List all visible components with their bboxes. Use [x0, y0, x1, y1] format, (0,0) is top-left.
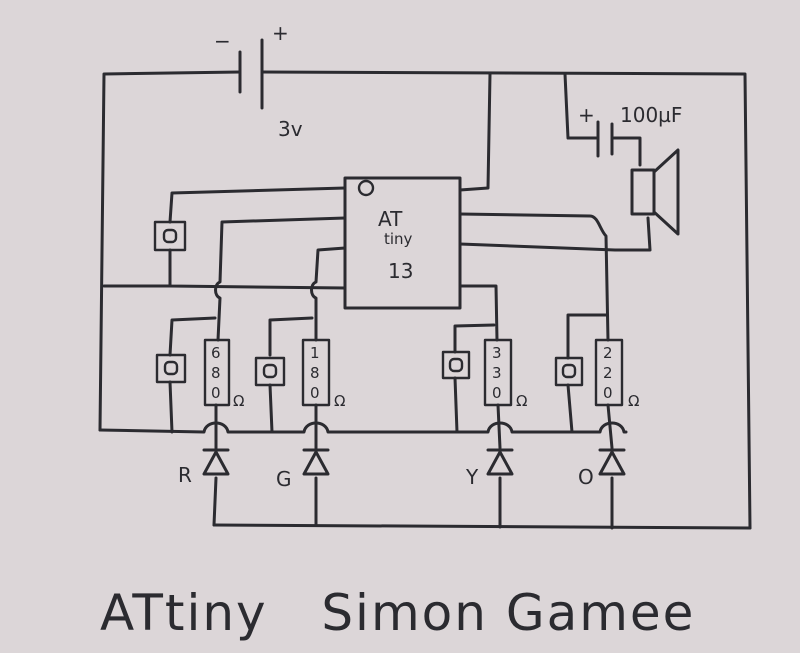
resistor-digit: 2 — [603, 364, 613, 382]
wire-top-left-rail — [98, 70, 242, 432]
wire-cap-speaker — [612, 136, 642, 167]
led-label: R — [178, 463, 192, 487]
resistor-680: 6 8 0 Ω — [203, 338, 244, 410]
led-red: R — [178, 448, 230, 487]
resistor-digit: 0 — [492, 384, 502, 402]
chip-label-line2: tiny — [384, 230, 413, 248]
wire-btn3 — [453, 323, 496, 354]
chip-label-line3: 13 — [388, 259, 413, 283]
push-button-yellow — [441, 350, 471, 380]
wire-chip-r2 — [310, 246, 347, 342]
resistor-unit: Ω — [628, 392, 639, 410]
wire-speaker-chip — [458, 216, 652, 252]
push-buttons — [153, 220, 584, 387]
wire-chip-r3 — [458, 284, 499, 342]
wire-btn2-return — [268, 383, 274, 434]
battery-plus-label: + — [272, 21, 289, 45]
wires — [98, 70, 752, 530]
battery-voltage-label: 3v — [278, 117, 303, 141]
resistor-digit: 1 — [310, 344, 320, 362]
chip-body — [343, 176, 462, 310]
resistor-digit: 3 — [492, 364, 502, 382]
capacitor-value-label: 100µF — [620, 103, 682, 127]
resistor-digit: 6 — [211, 344, 221, 362]
capacitor: + 100µF — [578, 103, 682, 158]
resistors: 6 8 0 Ω 1 8 0 Ω 3 3 0 Ω 2 2 0 Ω — [203, 338, 639, 410]
led-label: O — [578, 465, 594, 489]
push-button-main — [153, 220, 187, 252]
wire-led1-gnd — [212, 476, 218, 527]
resistor-330: 3 3 0 Ω — [483, 338, 527, 410]
resistor-unit: Ω — [233, 392, 244, 410]
wire-btn1 — [168, 316, 217, 357]
speaker-icon — [630, 148, 680, 236]
wire-r3-led — [496, 403, 502, 450]
speaker-body — [630, 168, 656, 216]
resistor-digit: 0 — [211, 384, 221, 402]
diagram-title: ATtiny Simon Gamee — [100, 584, 695, 642]
resistor-digit: 0 — [603, 384, 613, 402]
wire-chip-vcc — [458, 72, 492, 192]
wire-bottom-common — [212, 523, 752, 530]
wire-btn1-return — [168, 380, 174, 434]
resistor-unit: Ω — [516, 392, 527, 410]
resistor-digit: 8 — [211, 364, 221, 382]
battery: − + 3v — [214, 21, 303, 141]
led-label: G — [276, 467, 292, 491]
leds: R G Y O — [178, 448, 626, 491]
wire-btn2 — [268, 316, 314, 357]
led-label: Y — [465, 465, 479, 489]
led-diode-icon — [302, 448, 330, 476]
resistor-digit: 0 — [310, 384, 320, 402]
wire-chip-btn-main — [168, 186, 347, 224]
resistor-unit: Ω — [334, 392, 345, 410]
wire-button-return — [98, 421, 628, 434]
led-diode-icon — [486, 448, 514, 476]
wire-chip-r4 — [458, 212, 610, 342]
wire-chip-r1 — [214, 216, 347, 342]
resistor-digit: 8 — [310, 364, 320, 382]
led-orange: O — [578, 448, 626, 489]
led-diode-icon — [202, 448, 230, 476]
wire-r4-led — [606, 403, 614, 450]
push-button-red — [155, 353, 187, 384]
resistor-digit: 3 — [492, 344, 502, 362]
led-yellow: Y — [465, 448, 514, 489]
wire-btn4-return — [566, 383, 574, 434]
push-button-green — [254, 356, 286, 387]
capacitor-plus-label: + — [578, 103, 595, 127]
resistor-220: 2 2 0 Ω — [594, 338, 639, 410]
chip-label-line1: AT — [378, 207, 403, 231]
wire-btn3-return — [453, 376, 459, 434]
resistor-digit: 2 — [603, 344, 613, 362]
push-button-orange — [554, 356, 584, 387]
wire-cap-top — [563, 72, 598, 140]
battery-minus-label: − — [214, 29, 231, 53]
resistor-180: 1 8 0 Ω — [301, 338, 345, 410]
wire-top-right-rail — [260, 70, 752, 530]
speaker-cone — [652, 148, 680, 236]
wire-btn4 — [566, 313, 608, 360]
led-green: G — [276, 448, 330, 491]
chip-pin1-marker — [357, 179, 375, 197]
led-diode-icon — [598, 448, 626, 476]
attiny13-chip: AT tiny 13 — [343, 176, 462, 310]
